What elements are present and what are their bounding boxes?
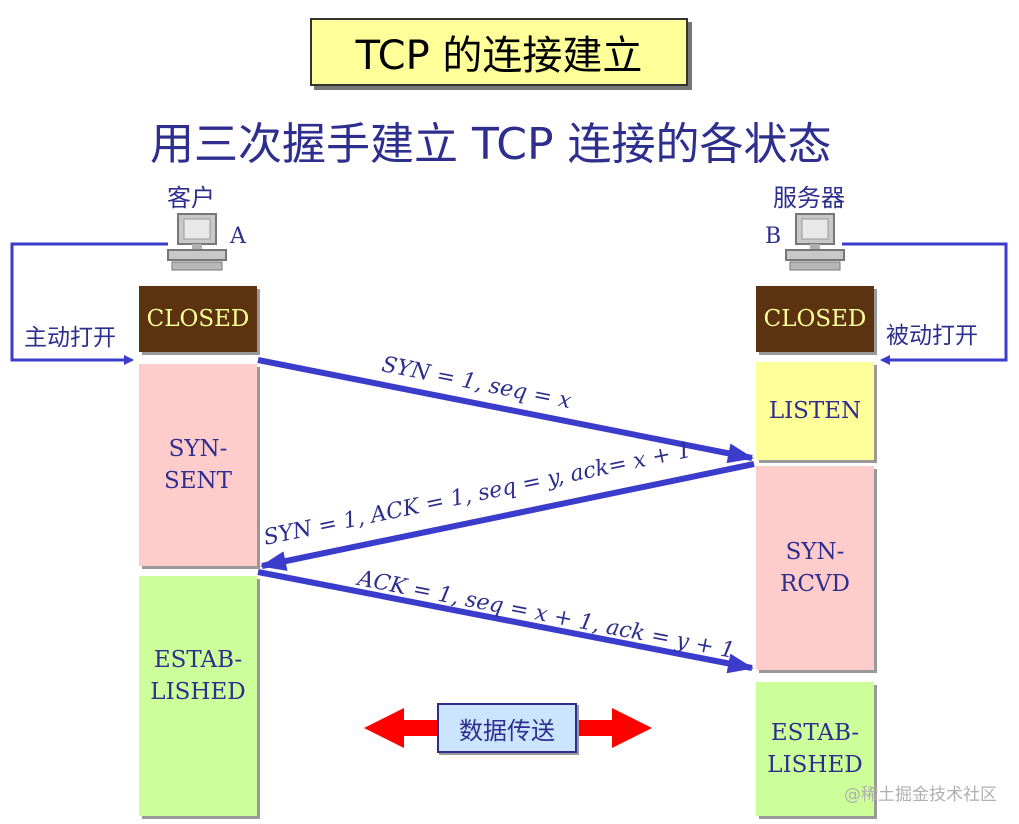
server-syn-rcvd-line1: SYN- [785, 539, 845, 565]
client-established-line1: ESTAB- [153, 647, 243, 673]
page-title: TCP 的连接建立 [355, 33, 643, 79]
client-syn-sent-line2: SENT [163, 468, 232, 494]
server-state-listen: LISTEN [756, 362, 874, 460]
client-closed-text: CLOSED [146, 306, 250, 332]
client-letter: A [230, 224, 246, 249]
title-box: TCP 的连接建立 [310, 18, 688, 86]
passive-open-label: 被动打开 [886, 323, 978, 349]
data-transfer-box: 数据传送 [437, 703, 577, 753]
subtitle: 用三次握手建立 TCP 连接的各状态 [150, 119, 832, 170]
server-computer-icon [785, 213, 845, 271]
server-state-closed: CLOSED [756, 286, 874, 352]
syn-arrow [257, 357, 754, 464]
passive-open-line [842, 242, 1008, 365]
client-state-closed: CLOSED [139, 286, 257, 352]
client-syn-sent-line1: SYN- [168, 436, 228, 462]
server-established-line1: ESTAB- [770, 720, 860, 746]
syn-ack-arrow [260, 461, 755, 571]
server-syn-rcvd-line2: RCVD [780, 571, 850, 597]
client-established-line2: LISHED [150, 679, 246, 705]
client-state-established: ESTAB- LISHED [139, 576, 257, 816]
server-closed-text: CLOSED [763, 306, 867, 332]
server-label: 服务器 [773, 184, 845, 212]
server-listen-text: LISTEN [768, 398, 862, 424]
client-label: 客户 [167, 184, 215, 212]
data-transfer-label: 数据传送 [459, 716, 555, 745]
server-letter: B [765, 224, 782, 249]
watermark: @稀土掘金技术社区 [844, 785, 997, 805]
active-open-label: 主动打开 [24, 325, 116, 351]
ack-arrow [257, 569, 754, 674]
server-state-established: ESTAB- LISHED [756, 682, 874, 816]
server-established-line2: LISHED [767, 752, 863, 778]
server-state-syn-rcvd: SYN- RCVD [756, 466, 874, 670]
active-open-line [10, 242, 168, 365]
client-state-syn-sent: SYN- SENT [139, 364, 257, 566]
client-computer-icon [167, 213, 227, 271]
